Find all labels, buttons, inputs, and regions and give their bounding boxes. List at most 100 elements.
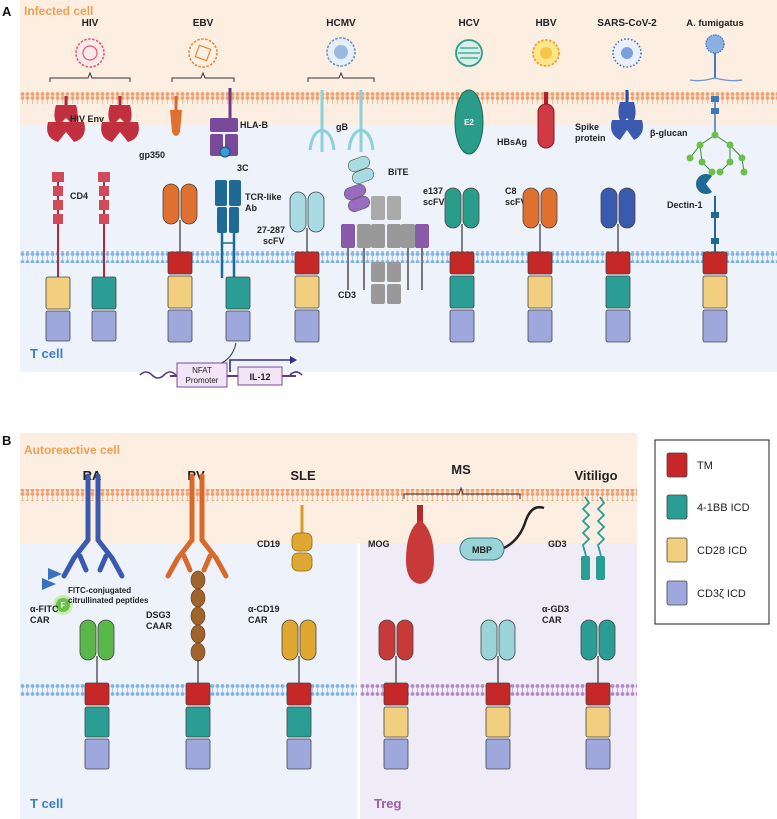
tcr-like-label-1: TCR-like [245,192,282,202]
gd3-antigen [581,496,606,580]
ms-brace [403,486,521,499]
cd4-right-cd3z [91,310,117,342]
legend-swatch-tm [666,452,688,478]
pathogen-afumigatus: A. fumigatus [686,18,744,29]
car-a-fitc [79,619,115,770]
car-dsg3-icd-1 [185,738,211,770]
dsg3-caar-beads [190,570,206,662]
hcmv-virus-icon [326,37,356,67]
spike-label-1: Spike [575,122,599,132]
tcr-like-label-2: Ab [245,203,257,213]
hcv-virus-icon [455,39,483,67]
dsg3-label-2: CAAR [146,621,172,631]
hla-b-label: HLA-B [240,120,268,130]
bite-label: BiTE [388,167,409,177]
dectin-1-label: Dectin-1 [667,200,703,210]
c8-label-1: C8 [505,186,517,196]
gp350-protein [170,96,182,136]
car-dectin [702,251,728,343]
car-hcmv-tm [294,251,320,275]
legend: TM 4-1BB ICD CD28 ICD CD3ζ ICD [654,439,770,625]
car-a-cd19-scfv-right [299,619,317,661]
ra-antibody [61,473,125,579]
pathogen-sars: SARS-CoV-2 [597,18,657,29]
car-ebv-tm [167,251,193,275]
car-sars-scfv-right [618,187,636,229]
beta-glucan-label: β-glucan [650,128,688,138]
car-a-gd3-icd-1 [585,738,611,770]
car-mog-icd-1 [383,738,409,770]
infected-membrane [20,92,777,104]
tcell-region-a [20,125,777,372]
car-mbp-icd-0 [485,706,511,738]
car-hcmv-scfv-right [307,191,325,233]
ebv-virus-icon [188,38,218,68]
car-mog-tm [383,682,409,706]
disease-ms: MS [451,462,471,477]
ebv-brace [171,71,235,82]
pathogen-hiv: HIV [82,18,99,29]
pathogen-hcmv: HCMV [326,18,356,29]
car-mog [378,619,414,770]
gb-left [308,90,336,152]
car-a-fitc-scfv-right [97,619,115,661]
mbp-label: MBP [472,545,492,555]
autoreactive-region [20,433,637,543]
il12-box [237,366,283,386]
panel-b-letter: B [2,433,11,448]
car-a-cd19-tm [286,682,312,706]
car-hcv [444,187,480,343]
three-c-label: 3C [237,163,249,173]
tcell-label-b: T cell [30,796,63,811]
car-ebv [162,183,198,343]
transcription-arrow [229,359,292,372]
nfat-label: NFAT [192,366,212,375]
infected-cell-region [20,0,777,125]
transcription-arrow-head [290,356,297,364]
il12-label: IL-12 [249,372,270,382]
car-sars-icd-0 [605,275,631,309]
car-a-gd3 [580,619,616,770]
beta-glucan-chain [686,96,748,176]
disease-vitiligo: Vitiligo [574,468,617,483]
tcr-like-ab [215,180,241,278]
fungus-icon [689,34,743,82]
tcr-like-41bb [225,276,251,310]
mbp-antigen [459,506,545,561]
gb-label: gB [336,122,348,132]
legend-swatch-41bb [666,494,688,520]
legend-label-cd28: CD28 ICD [697,545,747,557]
car-a-cd19-scfv-left [281,619,299,661]
car-dsg3 [185,660,211,770]
gd3-label: GD3 [548,539,567,549]
mog-antigen [406,505,434,584]
pathogen-hbv: HBV [535,18,556,29]
a-cd19-label-2: CAR [248,615,268,625]
disease-sle: SLE [290,468,316,483]
car-constructs-a [162,183,728,343]
hiv-env-left [47,96,85,142]
car-hcv-tm [449,251,475,275]
car-ebv-scfv-right [180,183,198,225]
car-mbp-scfv-left [480,619,498,661]
fitc-peptides [42,568,73,615]
cd19-antigen [291,505,313,572]
car-a-gd3-scfv-left [580,619,598,661]
e2-label: E2 [464,118,474,127]
bite-molecule [344,155,374,213]
cd3-complex [341,196,429,304]
car-hbv [522,187,558,343]
a-gd3-label-1: α-GD3 [542,604,569,614]
car-hbv-scfv-left [522,187,540,229]
car-dectin-tm [702,251,728,275]
car-hcv-scfv-right [462,187,480,229]
nfat-promoter-box [176,362,228,388]
dsg3-label-1: DSG3 [146,610,171,620]
pathogen-ebv: EBV [193,18,214,29]
car-a-fitc-tm [84,682,110,706]
fitc-peptides-label-1: FITC-conjugated [68,586,131,595]
hiv-env-label: HIV Env [70,114,104,124]
car-a-cd19-icd-1 [286,738,312,770]
car-a-cd19-icd-0 [286,706,312,738]
